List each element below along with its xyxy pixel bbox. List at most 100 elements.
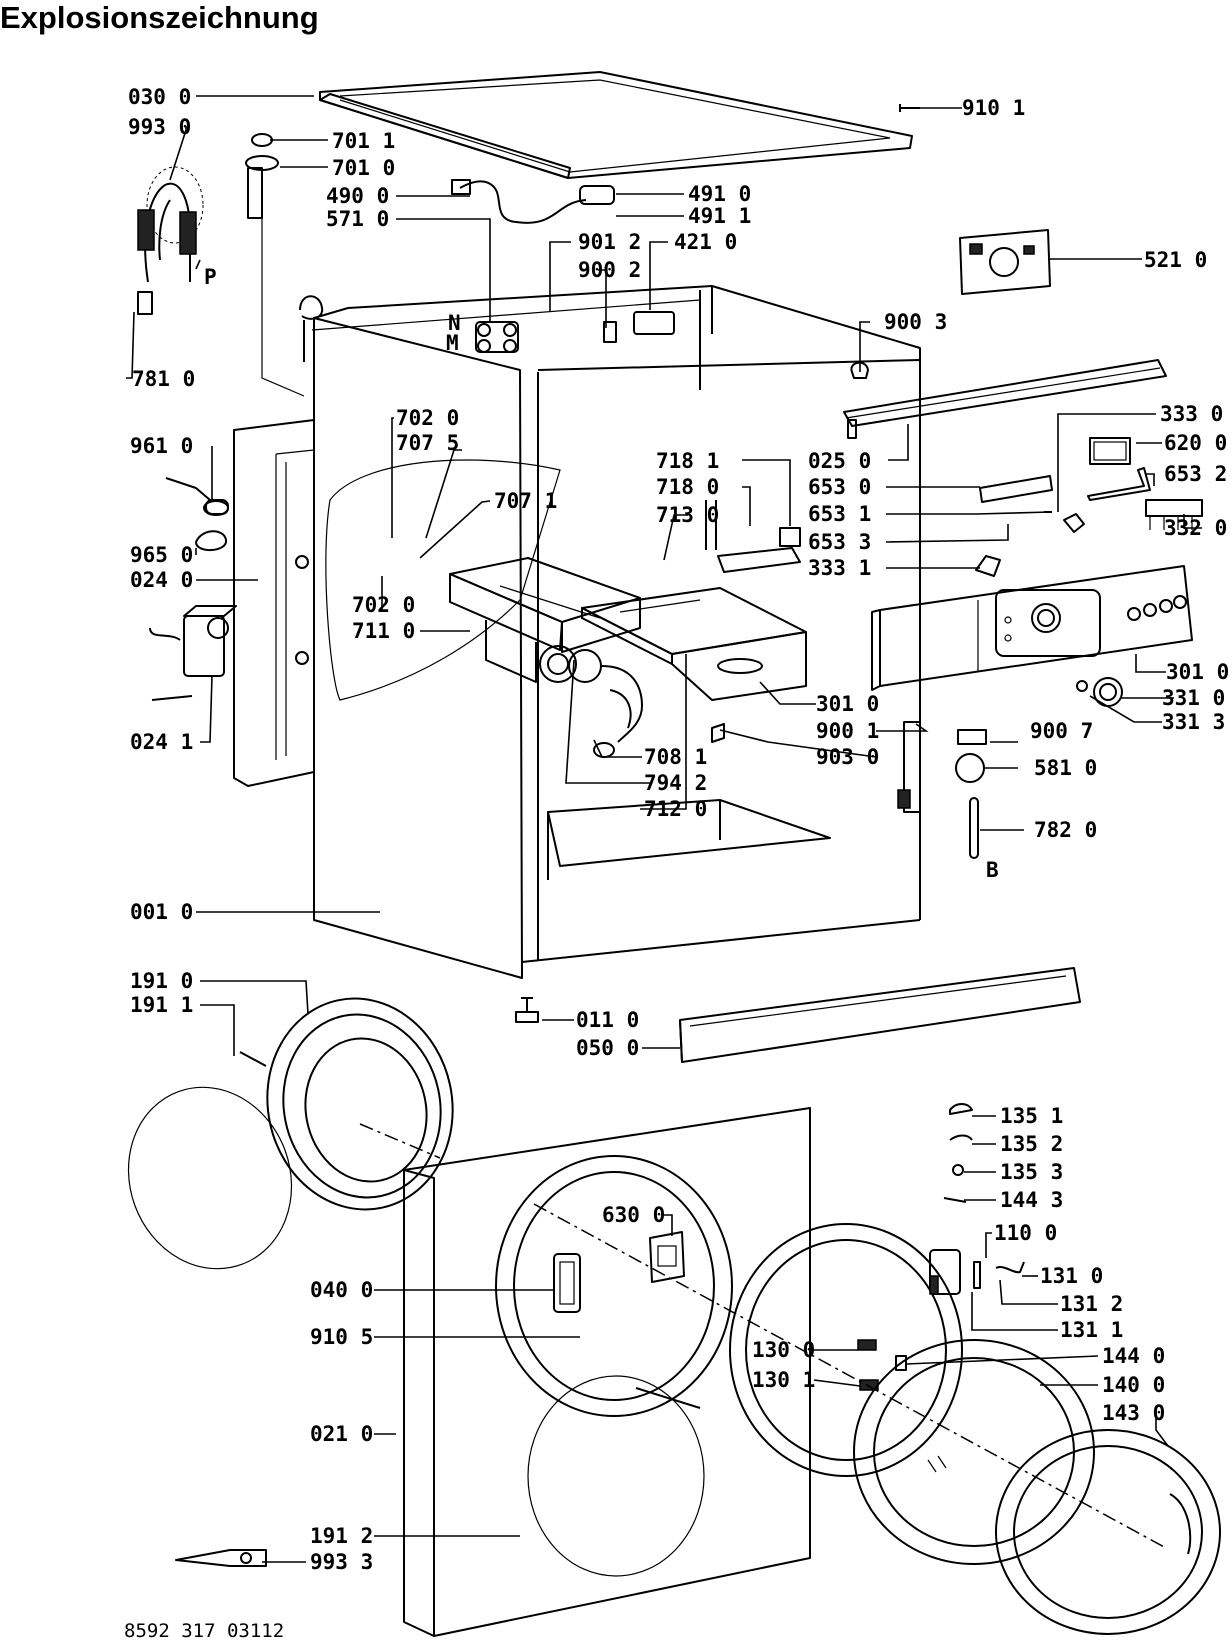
label-131-2: 131 2	[1060, 1292, 1123, 1316]
dispenser-drawer-301	[581, 587, 807, 701]
label-900-1: 900 1	[816, 719, 879, 743]
door-outer-ring-143	[995, 1429, 1221, 1635]
drawer-insert-718	[705, 500, 801, 573]
label-782-0: 782 0	[1034, 818, 1097, 842]
interference-filter	[603, 311, 675, 343]
handle-parts-135	[943, 1103, 973, 1203]
label-993-0: 993 0	[128, 115, 191, 139]
dispenser-hose-712	[568, 649, 643, 758]
door-glass-140	[853, 1339, 1095, 1565]
label-421-0: 421 0	[674, 230, 737, 254]
label-491-0: 491 0	[688, 182, 751, 206]
label-900-2: 900 2	[578, 258, 641, 282]
label-993-3: 993 3	[310, 1550, 373, 1574]
label-130-1: 130 1	[752, 1368, 815, 1392]
label-191-1: 191 1	[130, 993, 193, 1017]
heater-961	[165, 477, 229, 516]
control-pcb-521	[959, 229, 1051, 295]
label-711-0: 711 0	[352, 619, 415, 643]
pressure-switch-581	[955, 729, 987, 783]
label-B: B	[986, 858, 999, 882]
label-794-2: 794 2	[644, 771, 707, 795]
label-521-0: 521 0	[1144, 248, 1207, 272]
light-guide-653	[979, 467, 1203, 530]
motor-capacitor-024-1	[149, 605, 237, 701]
label-030-0: 030 0	[128, 85, 191, 109]
label-331-3: 331 3	[1162, 710, 1225, 734]
label-050-0: 050 0	[576, 1036, 639, 1060]
label-333-0: 333 0	[1160, 402, 1223, 426]
label-653-2: 653 2	[1164, 462, 1227, 486]
pin-782	[969, 797, 979, 859]
handle-110	[929, 1249, 1025, 1295]
pcb-bracket-620	[1089, 437, 1131, 465]
screw-910-1	[899, 104, 920, 112]
control-panel-301	[871, 565, 1193, 691]
leader-lines	[126, 95, 1202, 1563]
label-491-1: 491 1	[688, 204, 751, 228]
label-653-1: 653 1	[808, 502, 871, 526]
label-110-0: 110 0	[994, 1221, 1057, 1245]
label-965-0: 965 0	[130, 543, 193, 567]
top-rail-025	[843, 359, 1167, 439]
part-labels: 030 0 993 0 701 1 701 0 490 0 571 0 491 …	[128, 85, 1229, 1574]
label-040-0: 040 0	[310, 1278, 373, 1302]
label-301-0-right: 301 0	[1166, 660, 1229, 684]
label-332-0: 332 0	[1164, 516, 1227, 540]
door-interlock-900-1	[711, 721, 921, 813]
label-713-0: 713 0	[656, 503, 719, 527]
label-702-0-lower: 702 0	[352, 593, 415, 617]
label-910-5: 910 5	[310, 1325, 373, 1349]
label-024-1: 024 1	[130, 730, 193, 754]
pump-bracket	[245, 133, 324, 397]
label-011-0: 011 0	[576, 1008, 639, 1032]
label-900-3: 900 3	[884, 310, 947, 334]
front-panel-021	[403, 1107, 811, 1637]
label-191-2: 191 2	[310, 1524, 373, 1548]
lock-630	[649, 1231, 685, 1283]
label-301-0-center: 301 0	[816, 692, 879, 716]
foot-011	[515, 997, 539, 1023]
label-490-0: 490 0	[326, 184, 389, 208]
top-cover	[319, 71, 913, 179]
label-135-3: 135 3	[1000, 1160, 1063, 1184]
label-653-0: 653 0	[808, 475, 871, 499]
label-333-1: 333 1	[808, 556, 871, 580]
document-number: 8592 317 03112	[124, 1620, 285, 1642]
cabinet-frame	[311, 285, 921, 979]
label-331-0: 331 0	[1162, 686, 1225, 710]
label-P: P	[204, 265, 217, 289]
label-131-1: 131 1	[1060, 1318, 1123, 1342]
kick-plate-050	[679, 967, 1081, 1063]
hose-assembly	[137, 166, 204, 315]
label-701-0: 701 0	[332, 156, 395, 180]
label-901-2: 901 2	[578, 230, 641, 254]
label-144-3: 144 3	[1000, 1188, 1063, 1212]
label-025-0: 025 0	[808, 449, 871, 473]
label-702-0-upper: 702 0	[396, 406, 459, 430]
gasket-965	[195, 530, 227, 551]
label-581-0: 581 0	[1034, 756, 1097, 780]
tool-993-3	[175, 1549, 267, 1567]
spring-191-2	[635, 1387, 701, 1409]
label-712-0: 712 0	[644, 797, 707, 821]
label-135-2: 135 2	[1000, 1132, 1063, 1156]
door-lock-switch-900-3	[850, 361, 869, 379]
label-130-0: 130 0	[752, 1338, 815, 1362]
label-144-0: 144 0	[1102, 1344, 1165, 1368]
label-781-0: 781 0	[132, 367, 195, 391]
label-910-1: 910 1	[962, 96, 1025, 120]
label-M: M	[446, 331, 459, 355]
label-653-3: 653 3	[808, 530, 871, 554]
door-seal-191	[127, 997, 454, 1270]
label-571-0: 571 0	[326, 207, 389, 231]
label-131-0: 131 0	[1040, 1264, 1103, 1288]
label-021-0: 021 0	[310, 1422, 373, 1446]
label-718-0: 718 0	[656, 475, 719, 499]
switch-parts-333	[975, 511, 1085, 577]
mains-cable	[451, 179, 615, 224]
label-620-0: 620 0	[1164, 431, 1227, 455]
label-708-1: 708 1	[644, 745, 707, 769]
label-900-7: 900 7	[1030, 719, 1093, 743]
